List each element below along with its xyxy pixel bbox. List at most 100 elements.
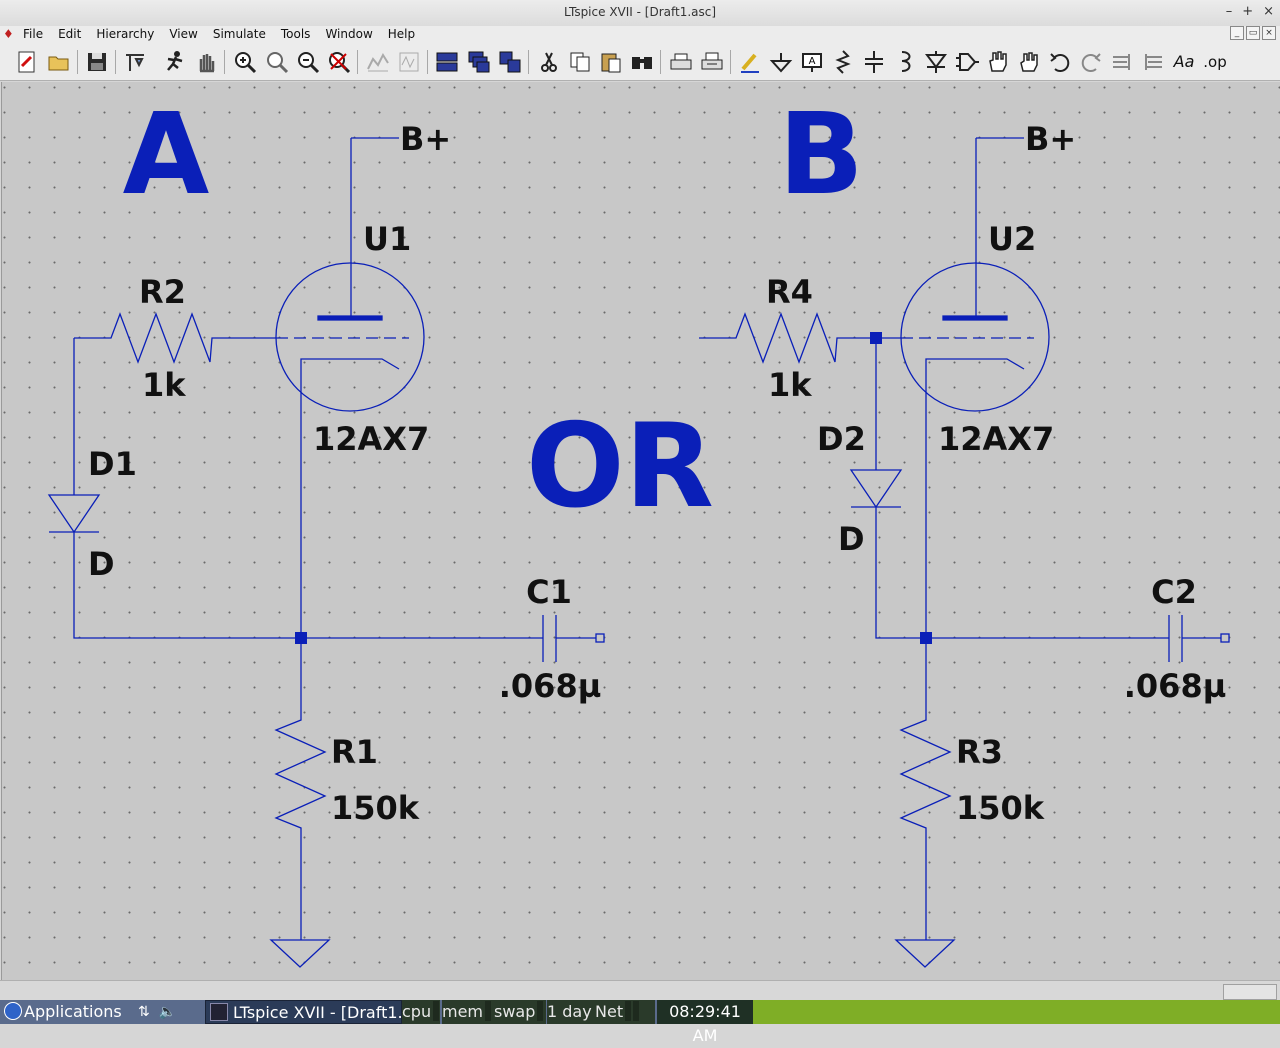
copy-icon[interactable]: [567, 49, 593, 75]
inductor-icon[interactable]: [892, 49, 918, 75]
new-schematic-icon[interactable]: [14, 49, 40, 75]
diode-icon[interactable]: [923, 49, 949, 75]
label-net-icon[interactable]: A: [799, 49, 825, 75]
b-cap-ref[interactable]: C2: [1151, 573, 1197, 611]
cut-icon[interactable]: [536, 49, 562, 75]
applications-menu-button[interactable]: Applications: [0, 1000, 144, 1024]
maximize-button[interactable]: +: [1242, 4, 1254, 19]
b-grid-resistor[interactable]: [699, 312, 901, 364]
b-net-label[interactable]: B+: [1025, 120, 1076, 158]
move-icon[interactable]: [985, 49, 1011, 75]
label-or[interactable]: OR: [526, 399, 714, 534]
b-resistor-value[interactable]: 1k: [768, 366, 812, 404]
b-output-pin[interactable]: [1220, 633, 1230, 643]
a-cathode-resistor-value[interactable]: 150k: [331, 789, 420, 827]
menu-simulate[interactable]: Simulate: [212, 27, 266, 41]
drag-icon[interactable]: [1016, 49, 1042, 75]
a-cap-value[interactable]: .068µ: [499, 667, 602, 705]
menu-view[interactable]: View: [169, 27, 198, 41]
taskbar-task-ltspice[interactable]: LTspice XVII - [Draft1...: [205, 1000, 402, 1024]
tile-vertical-icon[interactable]: [497, 49, 523, 75]
minimize-button[interactable]: –: [1225, 4, 1233, 19]
b-cathode-resistor-value[interactable]: 150k: [956, 789, 1045, 827]
control-panel-icon[interactable]: [122, 49, 148, 75]
spice-directive-icon[interactable]: .op: [1203, 53, 1227, 71]
a-ground: [269, 939, 331, 968]
a-cathode-resistor-ref[interactable]: R1: [331, 733, 378, 771]
uptime-monitor[interactable]: 1 day: [547, 1000, 597, 1024]
clock[interactable]: 08:29:41 AM: [657, 1000, 753, 1045]
menu-edit[interactable]: Edit: [58, 27, 82, 41]
capacitor-icon[interactable]: [861, 49, 887, 75]
rotate-icon[interactable]: [1109, 49, 1135, 75]
a-net-label[interactable]: B+: [400, 120, 451, 158]
mdi-close-button[interactable]: ×: [1262, 26, 1276, 40]
text-icon[interactable]: Aa: [1173, 52, 1195, 71]
a-diode-wire[interactable]: [73, 338, 301, 639]
cpu-monitor[interactable]: cpu: [402, 1000, 440, 1024]
close-button[interactable]: ×: [1263, 4, 1274, 19]
redo-icon[interactable]: [1078, 49, 1104, 75]
network-icon[interactable]: ⇅: [138, 1004, 150, 1020]
mdi-restore-button[interactable]: ▭: [1246, 26, 1260, 40]
a-tube-value[interactable]: 12AX7: [313, 420, 429, 458]
menu-tools[interactable]: Tools: [280, 27, 311, 41]
menu-window[interactable]: Window: [325, 27, 373, 41]
net-monitor[interactable]: Net: [595, 1000, 655, 1024]
menu-file[interactable]: File: [23, 27, 44, 41]
halt-icon[interactable]: [193, 49, 219, 75]
label-b[interactable]: B: [778, 90, 863, 220]
b-tube-ref[interactable]: U2: [988, 220, 1036, 258]
schematic-drawing[interactable]: A B OR B+ U1 12AX7 R2 1k D1 D R1 150k C1…: [2, 82, 1280, 980]
a-grid-resistor[interactable]: [74, 312, 276, 364]
a-tube-ref[interactable]: U1: [363, 220, 411, 258]
a-resistor-ref[interactable]: R2: [139, 273, 186, 311]
app-logo-icon[interactable]: ♦: [3, 27, 14, 41]
a-output-pin[interactable]: [595, 633, 605, 643]
b-plate-wire[interactable]: [975, 137, 1024, 317]
undo-icon[interactable]: [1047, 49, 1073, 75]
b-cathode-resistor-ref[interactable]: R3: [956, 733, 1003, 771]
zoom-out-icon[interactable]: [295, 49, 321, 75]
zoom-in-icon[interactable]: [232, 49, 258, 75]
paste-icon[interactable]: [598, 49, 624, 75]
run-icon[interactable]: [162, 49, 188, 75]
b-tube-value[interactable]: 12AX7: [938, 420, 1054, 458]
b-diode-value[interactable]: D: [838, 520, 865, 558]
draw-wire-icon[interactable]: [737, 49, 763, 75]
print-icon[interactable]: [699, 49, 725, 75]
a-diode-ref[interactable]: D1: [88, 445, 137, 483]
a-plate-bar: [317, 315, 383, 321]
save-icon[interactable]: [84, 49, 110, 75]
b-cap-value[interactable]: .068µ: [1124, 667, 1227, 705]
component-icon[interactable]: [954, 49, 980, 75]
a-plate-wire[interactable]: [350, 137, 399, 317]
b-diode-ref[interactable]: D2: [817, 420, 866, 458]
print-setup-icon[interactable]: [668, 49, 694, 75]
swap-monitor[interactable]: swap: [494, 1000, 546, 1024]
a-cathode-resistor[interactable]: [274, 638, 327, 940]
schematic-canvas[interactable]: A B OR B+ U1 12AX7 R2 1k D1 D R1 150k C1…: [1, 82, 1280, 980]
menu-help[interactable]: Help: [387, 27, 416, 41]
label-a[interactable]: A: [123, 90, 210, 220]
a-diode-value[interactable]: D: [88, 545, 115, 583]
b-cathode-resistor[interactable]: [899, 638, 952, 940]
mdi-minimize-button[interactable]: _: [1230, 26, 1244, 40]
find-icon[interactable]: [629, 49, 655, 75]
b-diode-wire[interactable]: [875, 338, 926, 639]
a-resistor-value[interactable]: 1k: [142, 366, 186, 404]
window-title: LTspice XVII - [Draft1.asc]: [563, 5, 717, 19]
mirror-icon[interactable]: [1140, 49, 1166, 75]
cancel-zoom-icon[interactable]: [326, 49, 352, 75]
open-icon[interactable]: [46, 49, 72, 75]
cascade-icon[interactable]: [466, 49, 492, 75]
a-cap-ref[interactable]: C1: [526, 573, 572, 611]
ground-icon[interactable]: [768, 49, 794, 75]
volume-icon[interactable]: 🔈: [158, 1004, 177, 1020]
zoom-to-fit-icon[interactable]: [264, 49, 290, 75]
mem-monitor[interactable]: mem: [442, 1000, 494, 1024]
tile-horizontal-icon[interactable]: [434, 49, 460, 75]
menu-hierarchy[interactable]: Hierarchy: [96, 27, 155, 41]
resistor-icon[interactable]: [830, 49, 856, 75]
b-resistor-ref[interactable]: R4: [766, 273, 813, 311]
